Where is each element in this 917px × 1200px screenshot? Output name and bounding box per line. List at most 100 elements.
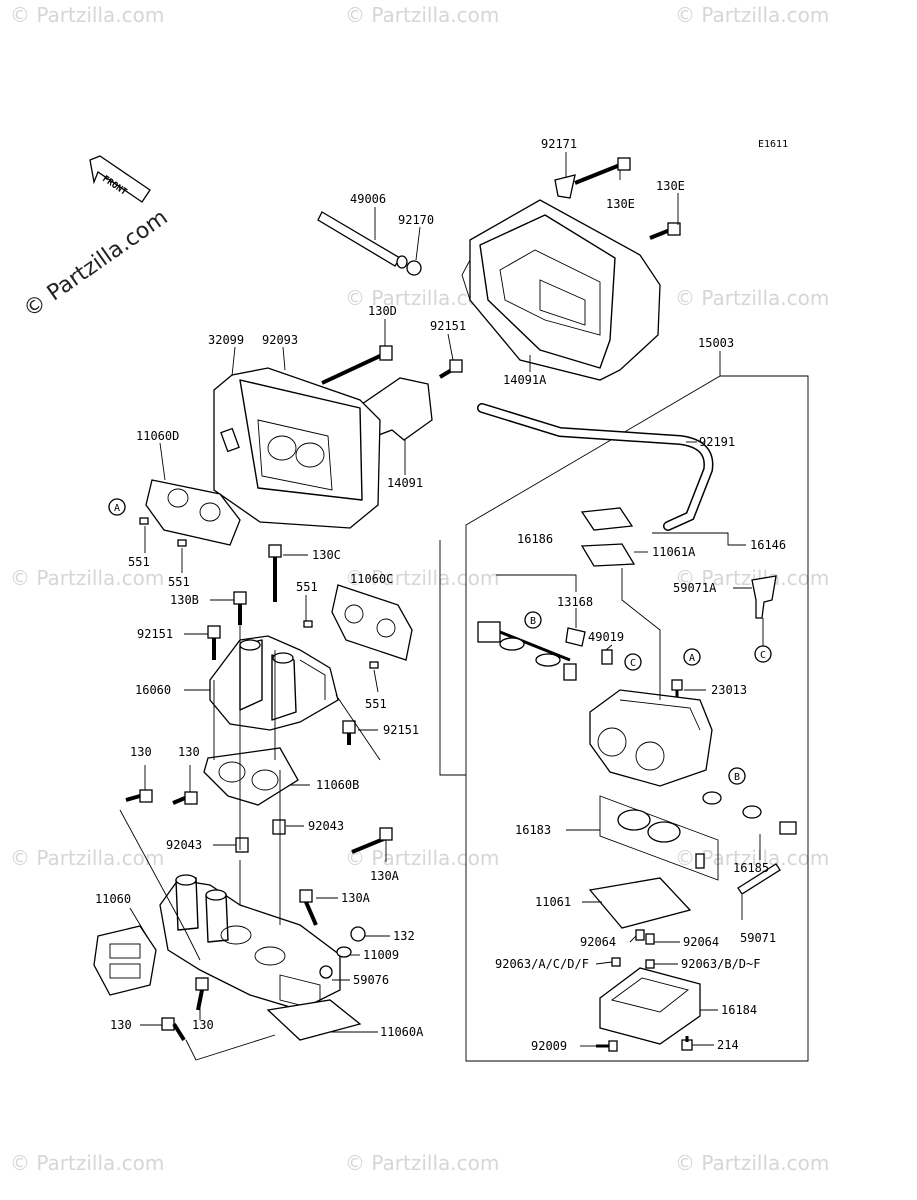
label-92043: 92043 xyxy=(308,819,344,833)
gasket-11060a xyxy=(266,999,362,1041)
label-92151: 92151 xyxy=(430,319,466,333)
label-11060a: 11060A xyxy=(380,1025,424,1039)
label-130: 130 xyxy=(178,745,200,759)
bolt-130 xyxy=(172,791,198,805)
jet-92064 xyxy=(635,929,645,941)
intake-manifold-16060 xyxy=(209,635,339,731)
label-92064: 92064 xyxy=(683,935,719,949)
float-16183 xyxy=(599,795,719,881)
label-130d: 130D xyxy=(368,304,397,318)
leader-lines xyxy=(129,152,764,1047)
label-11009: 11009 xyxy=(363,948,399,962)
label-59071a: 59071A xyxy=(673,581,717,595)
svg-text:B: B xyxy=(530,616,536,627)
label-92151: 92151 xyxy=(137,627,173,641)
intake-lower-manifold xyxy=(159,874,341,1011)
label-130e: 130E xyxy=(656,179,685,193)
label-130e: 130E xyxy=(606,197,635,211)
svg-text:B: B xyxy=(734,772,740,783)
part-13168 xyxy=(565,627,586,647)
label-130a: 130A xyxy=(341,891,371,905)
jet-92063 xyxy=(611,957,621,967)
dowel-551 xyxy=(177,539,187,547)
bolt-130 xyxy=(161,1017,186,1042)
plate-16146 xyxy=(580,507,634,531)
float-chamber-16184 xyxy=(599,967,701,1045)
jet-92063 xyxy=(645,959,655,969)
label-92063-a: 92063/A/C/D/F xyxy=(495,957,589,971)
watermark-text: © Partzilla.com xyxy=(675,566,829,590)
label-130: 130 xyxy=(192,1018,214,1032)
bolt-92151-low xyxy=(342,720,356,745)
marker-b: B xyxy=(728,767,746,785)
diagram-code: E1611 xyxy=(758,139,788,150)
label-16185: 16185 xyxy=(733,861,769,875)
screw-214 xyxy=(681,1036,693,1051)
svg-text:A: A xyxy=(689,653,695,664)
label-59076: 59076 xyxy=(353,973,389,987)
watermark-text: © Partzilla.com xyxy=(10,566,164,590)
watermark-text: © Partzilla.com xyxy=(345,566,499,590)
label-14091a: 14091A xyxy=(503,373,547,387)
fitting-59071a xyxy=(751,575,777,619)
label-11060c: 11060C xyxy=(350,572,393,586)
bolt-130b xyxy=(233,591,247,625)
label-23013: 23013 xyxy=(711,683,747,697)
label-11060d: 11060D xyxy=(136,429,179,443)
bolt-130a xyxy=(299,889,318,926)
watermark-text: © Partzilla.com xyxy=(10,3,164,27)
svg-text:A: A xyxy=(114,503,120,514)
jet-92064 xyxy=(645,933,655,945)
label-551: 551 xyxy=(168,575,190,589)
watermark-text: © Partzilla.com xyxy=(10,846,164,870)
clamp-92170 xyxy=(406,260,422,276)
part-16185 xyxy=(702,791,797,835)
watermark-text: © Partzilla.com xyxy=(675,286,829,310)
label-32099: 32099 xyxy=(208,333,244,347)
bolt-130 xyxy=(195,977,209,1011)
screw-92009 xyxy=(596,1040,618,1052)
label-92009: 92009 xyxy=(531,1039,567,1053)
label-16186: 16186 xyxy=(517,532,553,546)
label-132: 132 xyxy=(393,929,415,943)
label-92063-b: 92063/B/D~F xyxy=(681,957,760,971)
watermark-text: © Partzilla.com xyxy=(345,846,499,870)
gasket-11061 xyxy=(588,877,692,929)
label-130c: 130C xyxy=(312,548,341,562)
watermark-text: © Partzilla.com xyxy=(345,3,499,27)
label-92171: 92171 xyxy=(541,137,577,151)
label-130a: 130A xyxy=(370,869,400,883)
collar-92043 xyxy=(235,837,249,853)
watermark-text: © Partzilla.com xyxy=(10,1151,164,1175)
label-92043: 92043 xyxy=(166,838,202,852)
label-551: 551 xyxy=(296,580,318,594)
clip-92171 xyxy=(554,174,576,199)
gasket-11061a xyxy=(580,543,636,567)
svg-text:C: C xyxy=(630,658,636,669)
part-labels: 92171 130E 130E 49006 92170 130D 92151 1… xyxy=(95,137,786,1053)
dowel-551 xyxy=(369,661,379,669)
label-59071: 59071 xyxy=(740,931,776,945)
throttle-assembly-16186 xyxy=(477,621,577,681)
bolt-130a xyxy=(351,827,393,854)
alignment-lines xyxy=(119,540,661,1061)
air-box-cover xyxy=(461,199,661,381)
label-551: 551 xyxy=(128,555,150,569)
marker-c: C xyxy=(754,645,772,663)
label-16183: 16183 xyxy=(515,823,551,837)
gasket-11060 xyxy=(93,925,157,996)
fitting-59076 xyxy=(319,965,333,979)
partzilla-logo-text: © Partzilla.com xyxy=(19,205,172,323)
gasket-11060c xyxy=(331,584,413,661)
marker-a: A xyxy=(683,648,701,666)
watermark-text: © Partzilla.com xyxy=(675,1151,829,1175)
label-92064: 92064 xyxy=(580,935,616,949)
label-214: 214 xyxy=(717,1038,739,1052)
label-16146: 16146 xyxy=(750,538,786,552)
gasket-11060d xyxy=(145,479,241,546)
bolt-92151-mid xyxy=(207,625,221,660)
gasket-11009 xyxy=(336,946,352,958)
label-551: 551 xyxy=(365,697,387,711)
label-11060b: 11060B xyxy=(316,778,359,792)
